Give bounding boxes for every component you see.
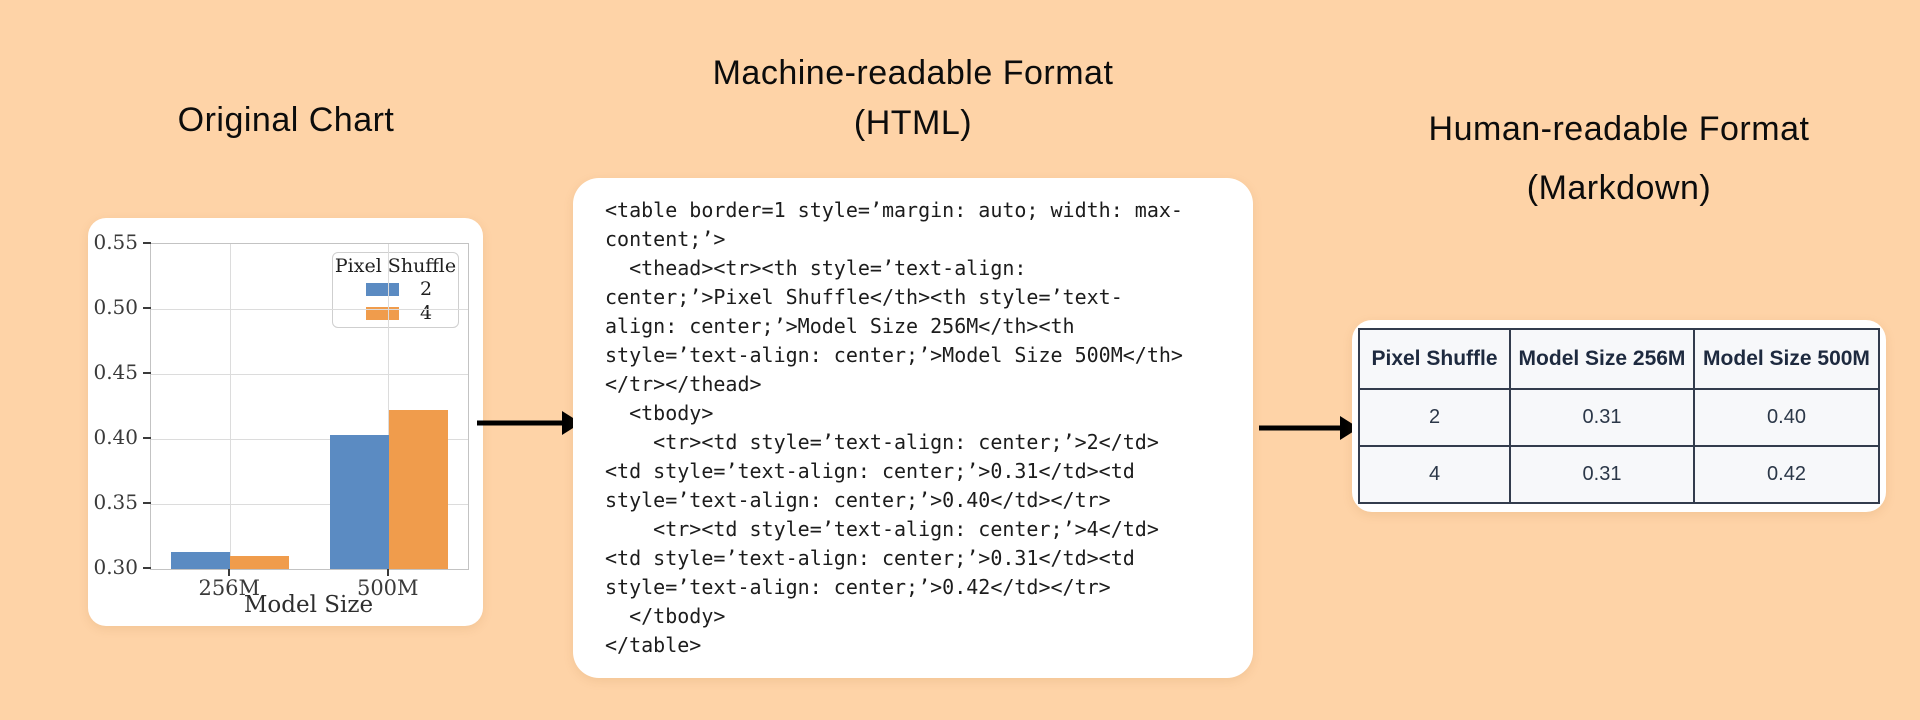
y-tick-label: 0.35: [93, 490, 138, 514]
table-header-cell: Model Size 256M: [1509, 328, 1695, 390]
title-line: Human-readable Format: [1428, 110, 1810, 148]
y-tick-mark: [143, 567, 151, 569]
html-code-block: <table border=1 style=’margin: auto; wid…: [605, 198, 1183, 657]
panel-title-original-chart: Original Chart: [86, 101, 486, 140]
y-tick-mark: [143, 242, 151, 244]
x-tick-mark: [228, 569, 231, 576]
y-tick-label: 0.30: [93, 555, 138, 579]
bar-4-500M: [388, 410, 448, 569]
title-line: Original Chart: [177, 101, 395, 139]
y-tick-mark: [143, 502, 151, 504]
html-code-card: <table border=1 style=’margin: auto; wid…: [573, 178, 1253, 678]
y-tick-mark: [143, 307, 151, 309]
x-gridline: [388, 244, 390, 569]
arrow-chart-to-html: [477, 411, 581, 435]
y-gridline: [151, 373, 468, 375]
y-tick-label: 0.40: [93, 425, 138, 449]
y-tick-mark: [143, 372, 151, 374]
legend-swatch: [366, 282, 399, 296]
table-cell: 0.42: [1693, 445, 1880, 504]
panel-title-human-readable: Human-readable Format (Markdown): [1319, 100, 1919, 218]
table-cell: 0.31: [1509, 445, 1695, 504]
arrow-html-to-markdown: [1259, 416, 1359, 440]
x-tick-label: 500M: [356, 576, 419, 600]
y-gridline: [151, 503, 468, 505]
x-tick-label: 256M: [198, 576, 261, 600]
table-header-cell: Model Size 500M: [1693, 328, 1880, 390]
y-tick-label: 0.45: [93, 360, 138, 384]
y-tick-label: 0.50: [93, 295, 138, 319]
bar-2-500M: [329, 435, 389, 569]
x-gridline: [229, 244, 231, 569]
bar-4-256M: [230, 556, 290, 569]
legend-swatch: [366, 306, 399, 320]
legend-title: Pixel Shuffle: [334, 255, 457, 277]
table-cell: 2: [1358, 388, 1511, 447]
title-line: (HTML): [853, 104, 973, 142]
legend-label: 4: [420, 302, 433, 324]
table-cell: 0.31: [1509, 388, 1695, 447]
bar-2-256M: [171, 552, 231, 569]
table-cell: 0.40: [1693, 388, 1880, 447]
table-cell: 4: [1358, 445, 1511, 504]
y-gridline: [151, 438, 468, 440]
table-header-cell: Pixel Shuffle: [1358, 328, 1511, 390]
y-tick-mark: [143, 437, 151, 439]
panel-title-machine-readable: Machine-readable Format (HTML): [613, 48, 1213, 148]
y-tick-label: 0.55: [93, 230, 138, 254]
legend-row: 2: [333, 277, 458, 301]
y-gridline: [151, 308, 468, 310]
x-tick-mark: [386, 569, 389, 576]
x-axis-label: Model Size: [243, 592, 374, 618]
legend-label: 2: [420, 278, 433, 300]
legend-row: 4: [333, 301, 458, 325]
title-line: (Markdown): [1526, 169, 1712, 207]
title-line: Machine-readable Format: [712, 54, 1114, 92]
